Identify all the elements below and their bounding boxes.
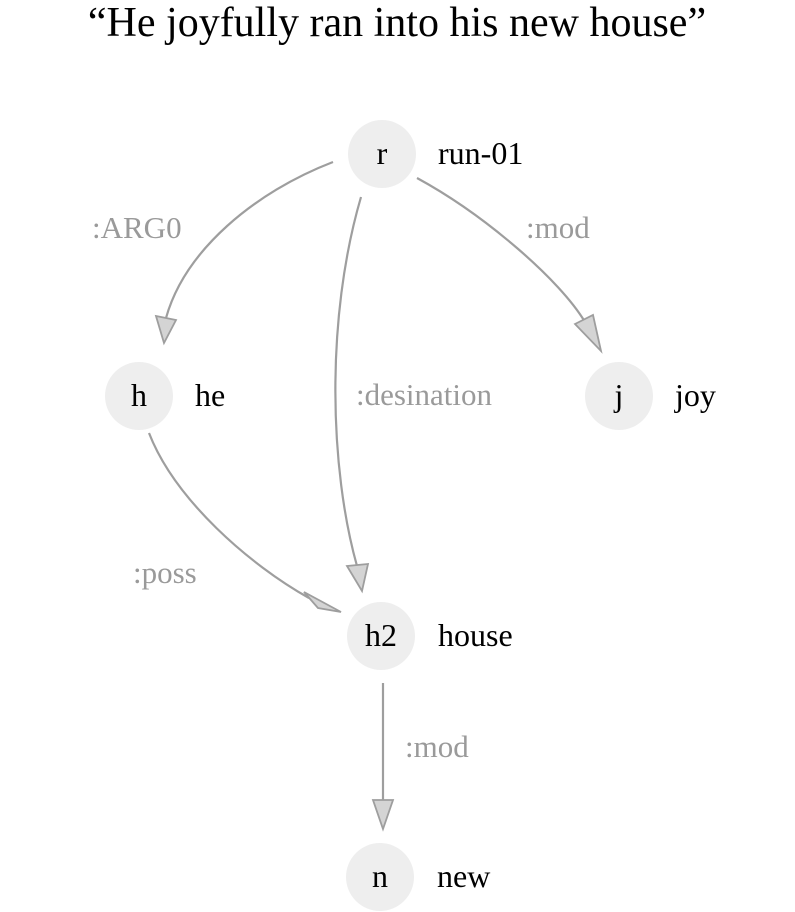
edge-label-desination: :desination (356, 377, 493, 412)
node-concept: run-01 (438, 135, 523, 171)
arrowhead (573, 313, 603, 354)
node-concept: he (195, 377, 225, 413)
arrowhead (303, 591, 342, 613)
node-circle (585, 362, 653, 430)
node-h: h he (105, 362, 225, 430)
node-h2: h2 house (347, 602, 513, 670)
node-circle (105, 362, 173, 430)
edge-r-h2: :desination (334, 196, 493, 594)
node-circle (347, 602, 415, 670)
nodes: r run-01 h he j joy h2 house n new (105, 120, 716, 911)
edge-line (334, 196, 363, 567)
edge-label-mod-joy: :mod (526, 210, 590, 245)
node-variable: h2 (365, 617, 397, 653)
edge-line (147, 432, 310, 599)
node-concept: joy (674, 377, 716, 413)
edge-label-poss: :poss (133, 555, 197, 590)
edge-line (416, 177, 586, 323)
sentence-title: “He joyfully ran into his new house” (88, 0, 706, 46)
arrowhead (371, 799, 395, 832)
edge-h2-n: :mod (371, 683, 469, 832)
edge-h-h2: :poss (133, 432, 342, 613)
edge-label-mod-new: :mod (405, 729, 469, 764)
arrowhead (154, 314, 178, 346)
edge-line (164, 160, 334, 319)
node-j: j joy (585, 362, 716, 430)
node-r: r run-01 (348, 120, 523, 188)
node-circle (348, 120, 416, 188)
node-concept: new (437, 858, 490, 894)
node-variable: j (614, 377, 624, 413)
edge-label-arg0: :ARG0 (92, 210, 182, 245)
node-n: n new (346, 843, 490, 911)
edge-r-j: :mod (416, 177, 603, 354)
node-variable: r (377, 135, 388, 171)
edge-r-h: :ARG0 (92, 160, 334, 346)
node-concept: house (438, 617, 513, 653)
edges: :ARG0 :desination :mod :poss :mod (92, 160, 603, 832)
node-variable: n (372, 858, 388, 894)
node-variable: h (131, 377, 147, 413)
arrowhead (345, 562, 370, 594)
node-circle (346, 843, 414, 911)
